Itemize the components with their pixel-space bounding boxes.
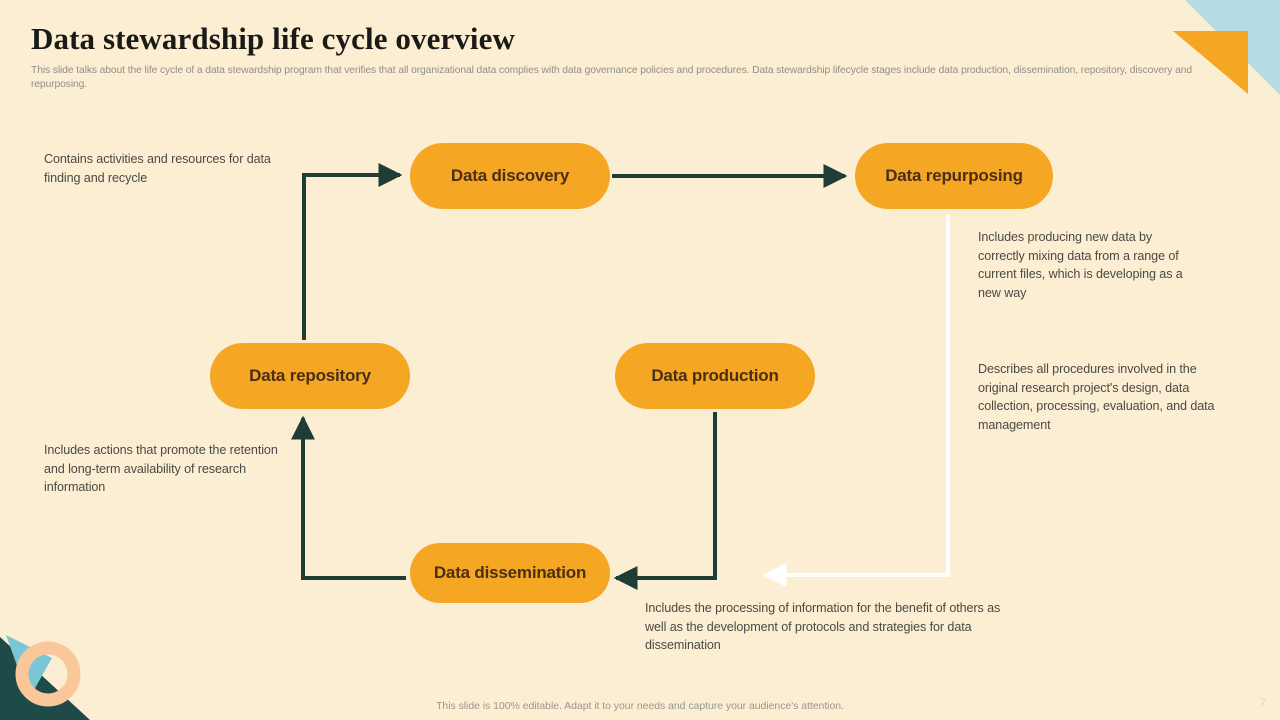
connector-dissemination-to-repository: [291, 415, 406, 580]
page-number: 7: [1259, 697, 1266, 709]
node-data-repository[interactable]: Data repository: [210, 343, 410, 409]
footer-note: This slide is 100% editable. Adapt it to…: [436, 700, 844, 712]
node-data-discovery[interactable]: Data discovery: [410, 143, 610, 209]
annotation-data-dissemination: Includes the processing of information f…: [645, 601, 1001, 652]
connector-repurposing-to-dissemination: [762, 215, 950, 587]
annotation-data-repository: Includes actions that promote the retent…: [44, 443, 278, 494]
node-data-repurposing[interactable]: Data repurposing: [855, 143, 1053, 209]
node-data-production[interactable]: Data production: [615, 343, 815, 409]
annotation-data-discovery: Contains activities and resources for da…: [44, 152, 271, 185]
node-data-dissemination[interactable]: Data dissemination: [410, 543, 610, 603]
connector-repository-to-discovery: [302, 163, 403, 340]
page-title: Data stewardship life cycle overview: [31, 21, 515, 56]
annotation-data-repurposing: Includes producing new data by correctly…: [978, 230, 1183, 300]
page-subtitle: This slide talks about the life cycle of…: [31, 65, 1192, 90]
annotation-data-production: Describes all procedures involved in the…: [978, 362, 1215, 432]
connector-production-to-dissemination: [613, 412, 717, 590]
